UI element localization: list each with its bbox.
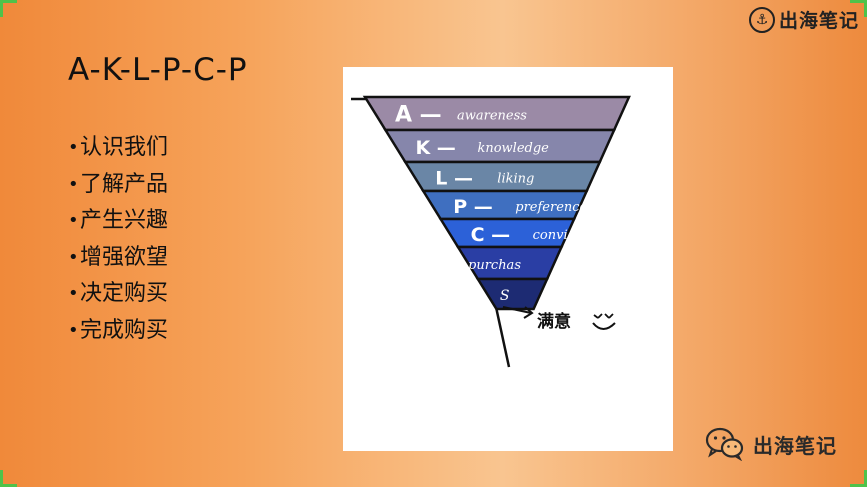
frame-corner-bottom-right — [850, 470, 867, 487]
funnel-letter-3: P — — [453, 196, 493, 218]
bullet-item: •完成购买 — [68, 313, 168, 350]
top-brand-logo: ⚓ 出海笔记 — [748, 6, 859, 33]
bullet-dot-icon: • — [68, 246, 79, 268]
bullet-text: 决定购买 — [80, 281, 169, 306]
funnel-band-6 — [475, 277, 550, 311]
frame-corner-top-left — [0, 0, 17, 17]
bullet-item: •增强欲望 — [68, 240, 168, 277]
bullet-text: 了解产品 — [80, 171, 169, 197]
funnel-stage-label-0: awareness — [457, 109, 527, 124]
funnel-tip-line — [495, 308, 511, 368]
anchor-icon: ⚓ — [748, 6, 775, 33]
frame-corner-top-right — [850, 0, 867, 17]
bullet-text: 产生兴趣 — [80, 208, 169, 233]
satisfaction-note: 满意 — [537, 311, 571, 332]
frame-corner-bottom-left — [0, 470, 17, 487]
bullet-dot-icon: • — [68, 319, 79, 341]
top-brand-name: 出海笔记 — [778, 10, 859, 32]
funnel-letter-0: A — — [395, 103, 442, 128]
bullet-text: 完成购买 — [80, 317, 169, 343]
bullet-text: 认识我们 — [80, 135, 169, 160]
funnel-letter-2: L — — [435, 168, 473, 190]
slide-title: A-K-L-P-C-P — [68, 52, 248, 88]
funnel-stage-label-4: conviction — [533, 228, 601, 243]
funnel-stage-label-3: preference — [515, 200, 587, 215]
bullet-dot-icon: • — [68, 210, 79, 231]
arrow-icon — [502, 306, 534, 319]
funnel-stage-label-6: S — [500, 288, 510, 304]
bullet-dot-icon: • — [68, 137, 79, 158]
bullet-item: •产生兴趣 — [68, 203, 168, 240]
funnel-letter-4: C — — [471, 224, 511, 246]
bottom-brand-name: 出海笔记 — [753, 433, 837, 458]
funnel-letter-1: K — — [415, 137, 455, 159]
bullet-list: •认识我们 •了解产品 •产生兴趣 •增强欲望 •决定购买 •完成购买 — [68, 130, 168, 349]
bullet-text: 增强欲望 — [80, 244, 169, 270]
funnel-stage-label-2: liking — [497, 172, 534, 187]
smiley-icon — [592, 313, 616, 330]
bullet-dot-icon: • — [68, 173, 79, 195]
bullet-item: •认识我们 — [68, 130, 168, 167]
wechat-icon — [705, 427, 744, 461]
bullet-item: •了解产品 — [68, 167, 168, 204]
bullet-item: •决定购买 — [68, 276, 168, 313]
bullet-dot-icon: • — [68, 283, 79, 304]
funnel-stage-label-1: knowledge — [477, 141, 549, 156]
funnel-stage-label-5: purchas — [468, 258, 521, 273]
bottom-brand-logo: 出海笔记 — [705, 427, 837, 461]
